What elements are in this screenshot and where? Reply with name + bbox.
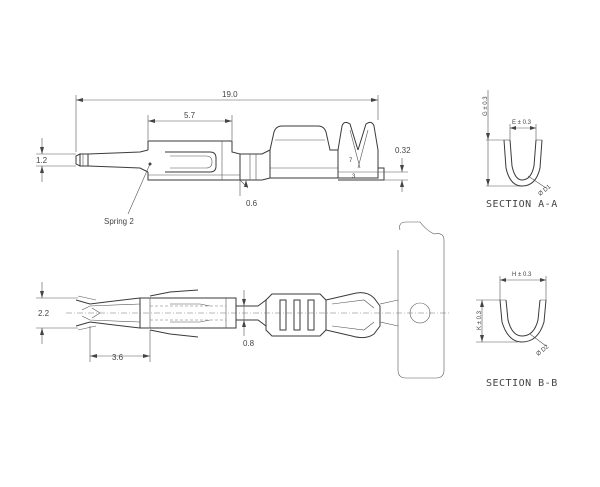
bottom-view: 2.2 3.6 0.8 <box>36 221 450 379</box>
section-a-title: SECTION A-A <box>486 199 558 210</box>
section-b-dia: Ø D2 <box>536 344 551 358</box>
front-length-value: 5.7 <box>184 111 196 120</box>
spring-callout: Spring 2 <box>104 162 152 226</box>
spring-fingers <box>75 297 141 329</box>
pin-body <box>87 149 149 173</box>
dim-width-a: 0.6 <box>239 179 258 208</box>
section-a-dim-g: G ± 0.3 <box>483 96 489 116</box>
spring-label: Spring 2 <box>104 217 134 226</box>
wire-crimp <box>269 125 339 179</box>
dim-height-b: 2.2 <box>36 282 78 344</box>
width-b-value: 0.8 <box>243 339 255 348</box>
dim-thickness: 0.32 <box>384 146 411 192</box>
section-b-profile-outer <box>499 299 547 343</box>
section-b-dim-h: H ± 0.3 <box>512 272 532 278</box>
insulation-crimp <box>337 121 379 179</box>
section-a-profile-outer <box>503 139 543 187</box>
section-a-profile-inner <box>509 139 537 181</box>
mark-b-label: 3 <box>352 174 356 180</box>
spring-window <box>165 151 217 173</box>
dim-overall-length: 19.0 <box>75 90 379 152</box>
height-b-value: 2.2 <box>38 309 50 318</box>
carrier-strip <box>397 221 445 379</box>
section-a: G ± 0.3 E ± 0.3 Ø D1 SECTION A-A <box>483 90 558 210</box>
dim-width-b: 0.8 <box>242 290 255 348</box>
width-a-value: 0.6 <box>246 199 258 208</box>
dim-height-a: 1.2 <box>36 138 76 182</box>
overall-length-value: 19.0 <box>222 90 238 99</box>
pin-collar <box>79 153 89 167</box>
spring-housing <box>147 140 241 181</box>
section-b: H ± 0.3 K ± 0.3 Ø D2 SECTION B-B <box>476 272 558 389</box>
section-a-dim-e: E ± 0.3 <box>512 120 532 126</box>
pin-tip <box>75 153 81 167</box>
dim-front-length: 5.7 <box>147 111 233 140</box>
thickness-value: 0.32 <box>395 146 411 155</box>
mark-a-label: 7 <box>349 158 353 164</box>
offset-b-value: 3.6 <box>112 353 124 362</box>
section-b-title: SECTION B-B <box>486 378 558 389</box>
bottom-insulation-crimp <box>325 292 381 339</box>
section-b-dim-k: K ± 0.3 <box>477 310 483 330</box>
dim-offset-b: 3.6 <box>89 326 151 362</box>
section-b-profile-inner <box>505 299 541 337</box>
top-view: 7 3 19.0 5.7 1.2 <box>36 90 411 226</box>
neck <box>240 149 271 181</box>
height-a-value: 1.2 <box>36 156 48 165</box>
section-a-dia: Ø D1 <box>538 184 553 198</box>
